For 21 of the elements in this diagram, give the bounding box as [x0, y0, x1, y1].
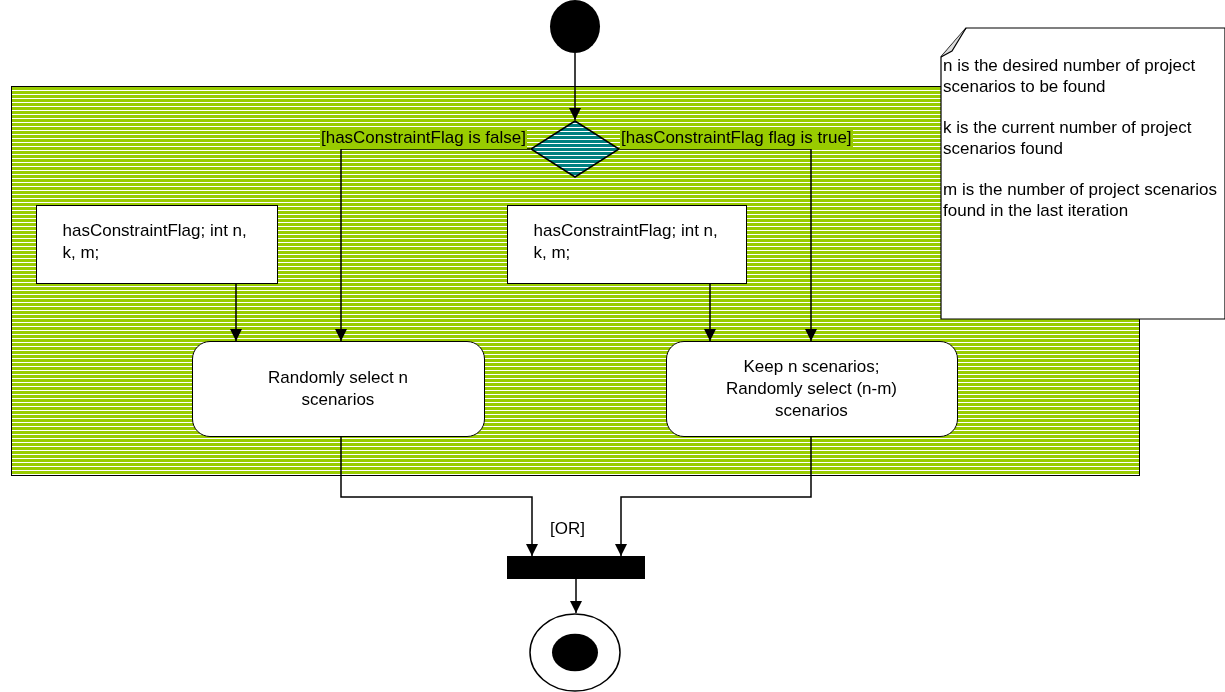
arrow	[615, 436, 812, 557]
start-node	[550, 0, 600, 53]
action-box: Keep n scenarios; Randomly select (n-m) scenarios	[665, 340, 958, 437]
arrow	[335, 148, 531, 342]
edge-label: [hasConstraintFlag flag is true]	[620, 127, 853, 149]
declaration-box: hasConstraintFlag; int n, k, m;	[506, 204, 747, 284]
arrow	[569, 52, 581, 121]
note-text: m is the number of project scenarios found in the last iteration	[943, 179, 1218, 221]
decision-diamond	[529, 119, 620, 178]
join-bar	[507, 556, 645, 579]
end-node	[529, 613, 621, 692]
note-text: n is the desired number of project scenarios to be found	[943, 55, 1197, 97]
note-text: k is the current number of project scenarios found	[943, 117, 1193, 159]
arrow	[704, 283, 716, 342]
arrow	[340, 436, 538, 557]
arrow	[230, 283, 242, 342]
arrow	[570, 578, 582, 614]
edge-label: [hasConstraintFlag is false]	[319, 127, 527, 149]
guard-label: [OR]	[550, 518, 585, 540]
declaration-box: hasConstraintFlag; int n, k, m;	[35, 204, 278, 284]
action-box: Randomly select n scenarios	[191, 340, 485, 437]
